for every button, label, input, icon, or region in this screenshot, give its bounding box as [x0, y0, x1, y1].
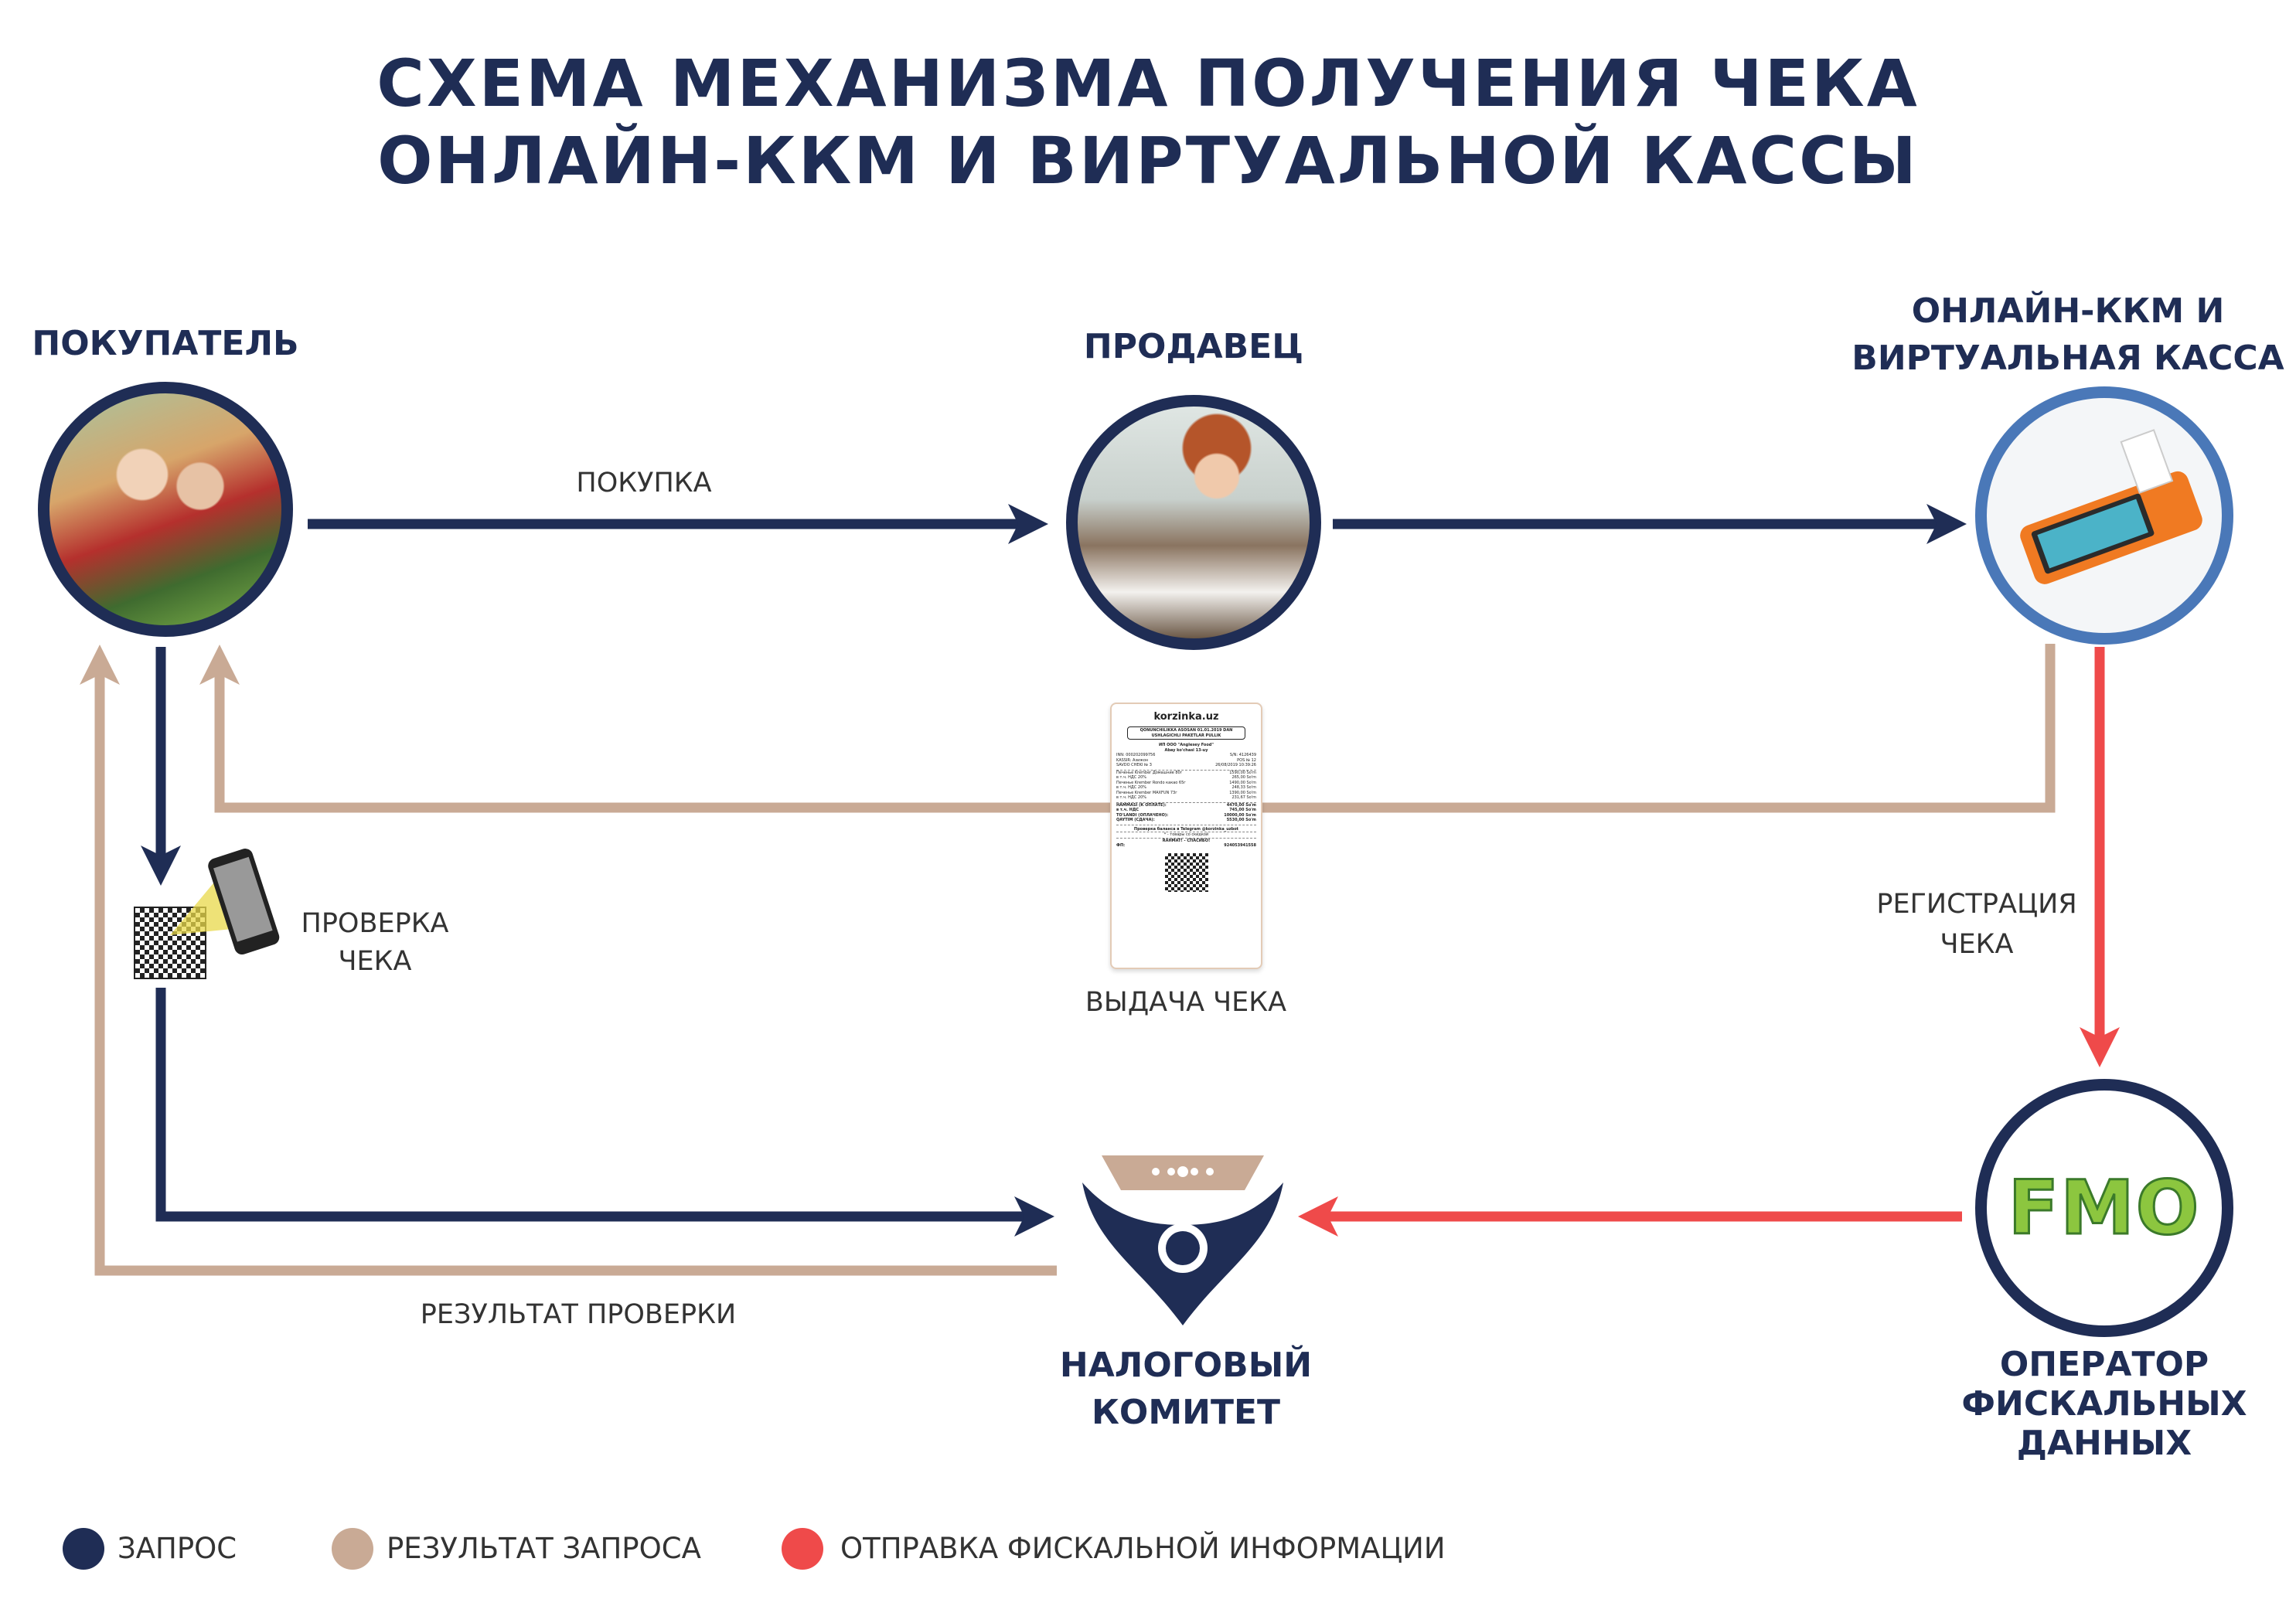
- receipt-row-label: INN: 000202099756: [1116, 753, 1156, 757]
- receipt-row-label: QAYTIM (СДАЧА):: [1116, 818, 1155, 822]
- tax-committee-label-line2: КОМИТЕТ: [1091, 1393, 1281, 1432]
- tax-committee-eagle-logo: [1082, 1155, 1283, 1325]
- legend-request-label: ЗАПРОС: [118, 1532, 237, 1565]
- seller-photo: [1066, 395, 1321, 650]
- buyer-photo: [38, 382, 293, 637]
- arrow-check-to-tax: [155, 988, 1054, 1237]
- receipt-row-label: TO'LANDI (ОПЛАЧЕНО):: [1116, 812, 1169, 818]
- check-result-label: РЕЗУЛЬТАТ ПРОВЕРКИ: [420, 1299, 737, 1330]
- legend-fiscal-label: ОТПРАВКА ФИСКАЛЬНОЙ ИНФОРМАЦИИ: [840, 1532, 1446, 1565]
- page-title-line1: СХЕМА МЕХАНИЗМА ПОЛУЧЕНИЯ ЧЕКА: [376, 46, 1920, 121]
- receipt-row-value: 1390,00 So'm: [1229, 790, 1256, 795]
- legend-result-label: РЕЗУЛЬТАТ ЗАПРОСА: [387, 1532, 701, 1565]
- receipt-row-value: 1490,00 So'm: [1229, 780, 1256, 785]
- kkm-label-line1: ОНЛАЙН-ККМ И: [1911, 291, 2225, 331]
- page-title-line2: ОНЛАЙН-ККМ И ВИРТУАЛЬНОЙ КАССЫ: [377, 123, 1919, 199]
- legend-dot-result: [332, 1528, 373, 1570]
- receipt-fp-value: 924053941558: [1224, 843, 1256, 848]
- receipt-row-value: 745,00 So'm: [1229, 808, 1256, 812]
- receipt-row-value: 1590,00 So'm: [1229, 770, 1256, 775]
- fmo-logo: FMO: [2007, 1164, 2201, 1253]
- receipt-row: в т.ч. НДС 20% 265,00 So'm: [1116, 775, 1256, 781]
- receipt-notice: QONUNCHILIKKA ASOSAN 01.01.2019 DAN USHL…: [1127, 726, 1245, 740]
- receipt-company: ИП ООО "Anglesey Food": [1159, 743, 1214, 747]
- kkm-label-line2: ВИРТУАЛЬНАЯ КАССА: [1851, 339, 2284, 378]
- receipt-row-value: 5530,00 So'm: [1226, 818, 1256, 822]
- receipt-row: в т.ч. НДС 745,00 So'm: [1116, 808, 1256, 813]
- receipt-row-value: POS № 12: [1237, 757, 1256, 763]
- arrow-tax-to-buyer-result: [80, 645, 1057, 1276]
- operator-label-line1: ОПЕРАТОР: [1999, 1345, 2209, 1384]
- receipt-row-label: Печенье Krember MAXFUN 73г: [1116, 790, 1177, 795]
- receipt-telegram: Проверка баланса в Telegram @korzinka_uz…: [1116, 824, 1256, 832]
- operator-label-line2: ФИСКАЛЬНЫХ: [1961, 1384, 2247, 1424]
- receipt-row: в т.ч. НДС 20% 248,33 So'm: [1116, 785, 1256, 791]
- pos-terminal-icon: [2020, 429, 2202, 584]
- receipt-row-value: S/N: 4126439: [1229, 753, 1256, 757]
- receipt-row: в т.ч. НДС 20% 231,67 So'm: [1116, 795, 1256, 801]
- check-label-line1: ПРОВЕРКА: [301, 908, 449, 939]
- receipt-fp-label: ФП:: [1116, 843, 1126, 848]
- receipt-row: SAVDO CHEKI № 3 26/08/2019 10:39:26: [1116, 763, 1256, 768]
- phone-scanning-icon: [170, 849, 280, 955]
- receipt-thanks: RAHMAT! - СПАСИБО!: [1116, 837, 1256, 844]
- receipt-row-label: в т.ч. НДС 20%: [1116, 775, 1147, 780]
- purchase-label: ПОКУПКА: [576, 468, 712, 498]
- legend-dot-request: [63, 1528, 104, 1570]
- receipt-row-label: в т.ч. НДС: [1116, 808, 1139, 812]
- check-label-line2: ЧЕКА: [338, 946, 412, 977]
- receipt-row-value: 10000,00 So'm: [1224, 812, 1256, 818]
- receipt-row-value: 265,00 So'm: [1231, 775, 1256, 780]
- buyer-label: ПОКУПАТЕЛЬ: [32, 324, 299, 363]
- receipt-discount: * - товары со скидкой: [1116, 832, 1256, 838]
- receipt-row: HAMMASI (К ОПЛАТЕ): 4470,00 So'm: [1116, 801, 1256, 808]
- receipt-row-value: 26/08/2019 10:39:26: [1215, 763, 1256, 767]
- registration-label-line2: ЧЕКА: [1940, 929, 2014, 960]
- receipt-row: Печенье Krember Rondo какао 65г 1490,00 S…: [1116, 781, 1256, 786]
- receipt-qr-code: [1164, 852, 1208, 892]
- receipt-row-value: 4470,00 So'm: [1226, 802, 1256, 808]
- receipt-address: Abay ko'chasi 13-uy: [1164, 747, 1208, 753]
- seller-label: ПРОДАВЕЦ: [1083, 327, 1304, 366]
- receipt-row-label: Печенье Krember Домашние 80г: [1116, 770, 1183, 775]
- receipt-row: KASSIR: Азижон POS № 12: [1116, 758, 1256, 764]
- fiscal-operator-circle: FMO: [1975, 1079, 2233, 1337]
- receipt-row: TO'LANDI (ОПЛАЧЕНО): 10000,00 So'm: [1116, 813, 1256, 818]
- issue-receipt-label: ВЫДАЧА ЧЕКА: [1085, 987, 1287, 1018]
- receipt-row: QAYTIM (СДАЧА): 5530,00 So'm: [1116, 818, 1256, 823]
- receipt-row-value: 231,67 So'm: [1231, 795, 1256, 800]
- operator-label-line3: ДАННЫХ: [2016, 1424, 2192, 1463]
- receipt-row: Печенье Krember MAXFUN 73г 1390,00 So'm: [1116, 791, 1256, 796]
- receipt-row: INN: 000202099756 S/N: 4126439: [1116, 753, 1256, 758]
- tax-committee-label-line1: НАЛОГОВЫЙ: [1059, 1346, 1313, 1385]
- legend-dot-fiscal: [782, 1528, 823, 1570]
- receipt-row-label: SAVDO CHEKI № 3: [1116, 763, 1152, 767]
- receipt-row-label: в т.ч. НДС 20%: [1116, 785, 1147, 790]
- receipt-image: korzinka.uz QONUNCHILIKKA ASOSAN 01.01.2…: [1110, 703, 1262, 969]
- kkm-device-image: [1975, 386, 2233, 645]
- receipt-row-label: Печенье Krember Rondo какао 65г: [1116, 780, 1186, 785]
- receipt-brand: korzinka.uz: [1153, 711, 1219, 723]
- registration-label-line1: РЕГИСТРАЦИЯ: [1876, 889, 2077, 920]
- receipt-row-value: 248,33 So'm: [1231, 785, 1256, 790]
- receipt-row-label: HAMMASI (К ОПЛАТЕ):: [1116, 802, 1167, 808]
- receipt-row-label: в т.ч. НДС 20%: [1116, 795, 1147, 800]
- receipt-row: Печенье Krember Домашние 80г 1590,00 So'm: [1116, 769, 1256, 776]
- receipt-row-label: KASSIR: Азижон: [1116, 757, 1149, 763]
